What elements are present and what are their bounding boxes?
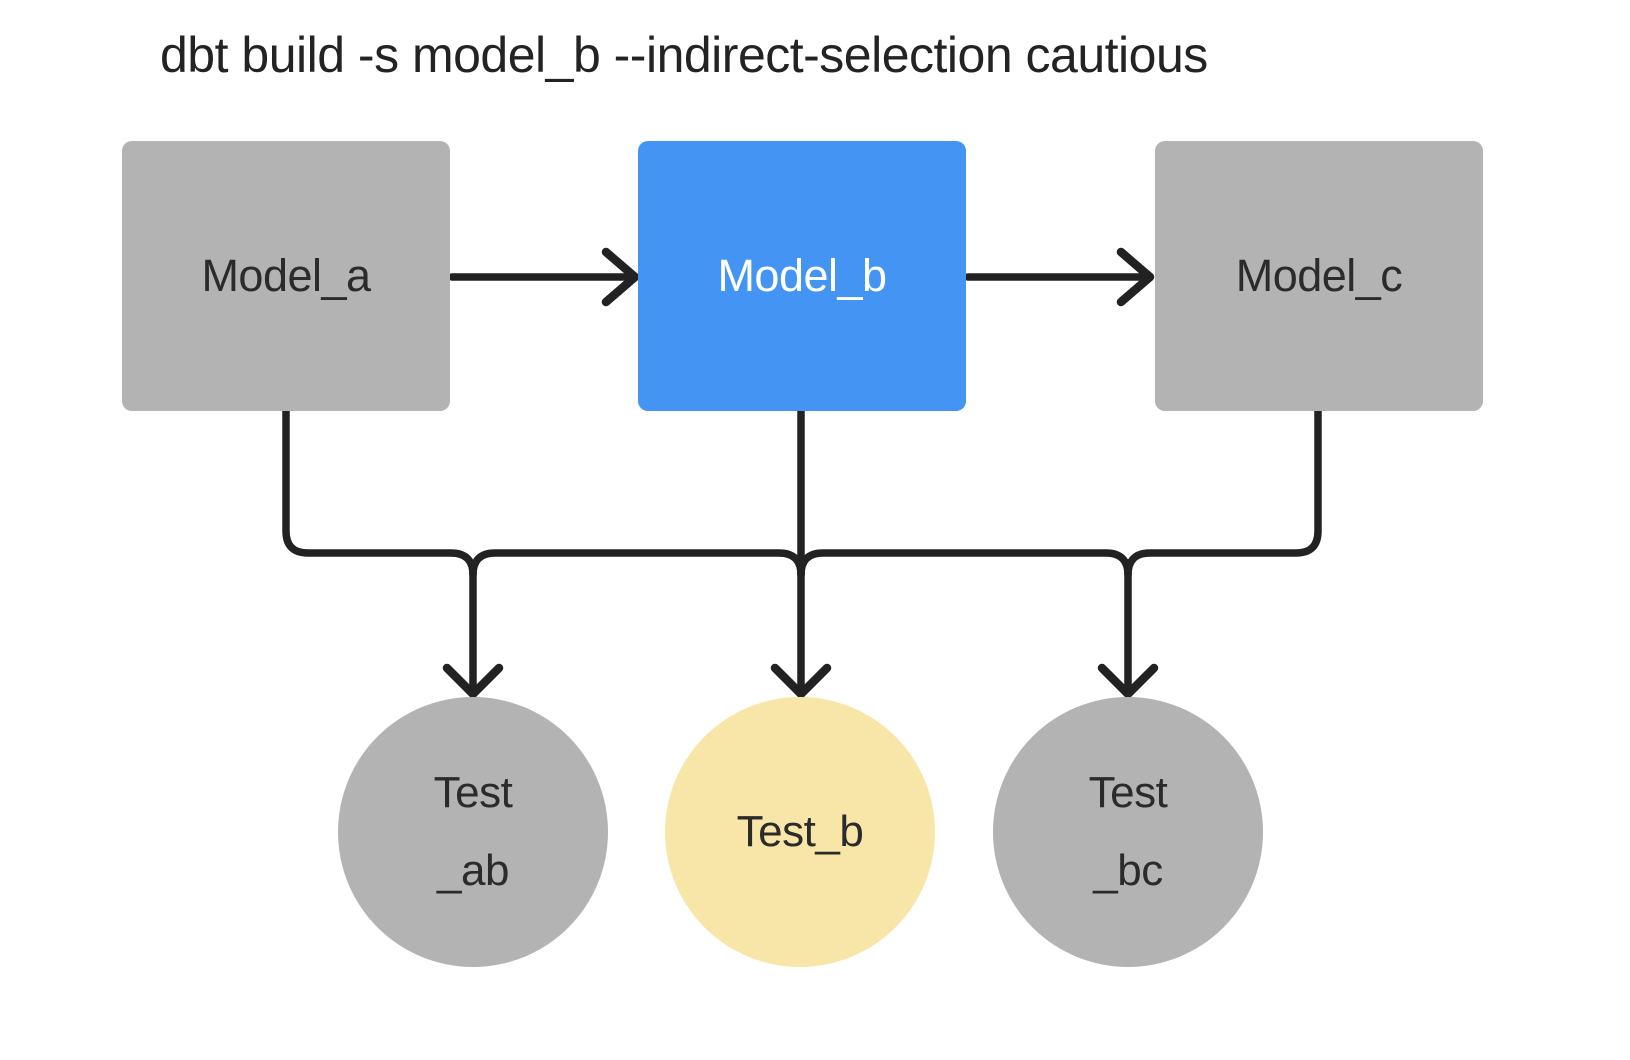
node-model-a-label: Model_a xyxy=(201,250,371,301)
edge-model-b-to-test-bc-shaft xyxy=(797,549,1132,694)
node-model-b: Model_b xyxy=(638,141,966,411)
node-test-b-label: Test_b xyxy=(736,806,864,856)
edge-model-a-to-test-ab-shaft xyxy=(282,407,477,694)
node-model-a: Model_a xyxy=(122,141,450,411)
node-test-bc-label-line1: Test xyxy=(1088,767,1168,817)
edge-bus-test-ab-to-model-b-shaft xyxy=(469,549,805,579)
edge-to-test-ab-arrowhead xyxy=(442,663,504,699)
node-test-bc: Test _bc xyxy=(993,697,1263,967)
node-test-bc-label-line2: _bc xyxy=(1093,846,1163,895)
edge-model-c-to-test-bc-shaft xyxy=(1124,407,1322,579)
node-test-ab: Test _ab xyxy=(338,697,608,967)
diagram-title: dbt build -s model_b --indirect-selectio… xyxy=(160,27,1208,83)
node-test-ab-label-line1: Test xyxy=(433,767,513,817)
node-test-ab-label-line2: _ab xyxy=(437,846,509,895)
edge-to-test-bc-arrowhead xyxy=(1097,663,1159,699)
node-model-b-label: Model_b xyxy=(717,250,887,301)
edge-to-test-b-arrowhead xyxy=(770,663,832,699)
edge-model-b-to-model-c-arrowhead xyxy=(1116,247,1155,307)
edge-model-a-to-model-b-arrowhead xyxy=(601,247,640,307)
node-model-c: Model_c xyxy=(1155,141,1483,411)
node-test-b: Test_b xyxy=(665,697,935,967)
node-model-c-label: Model_c xyxy=(1235,250,1403,301)
